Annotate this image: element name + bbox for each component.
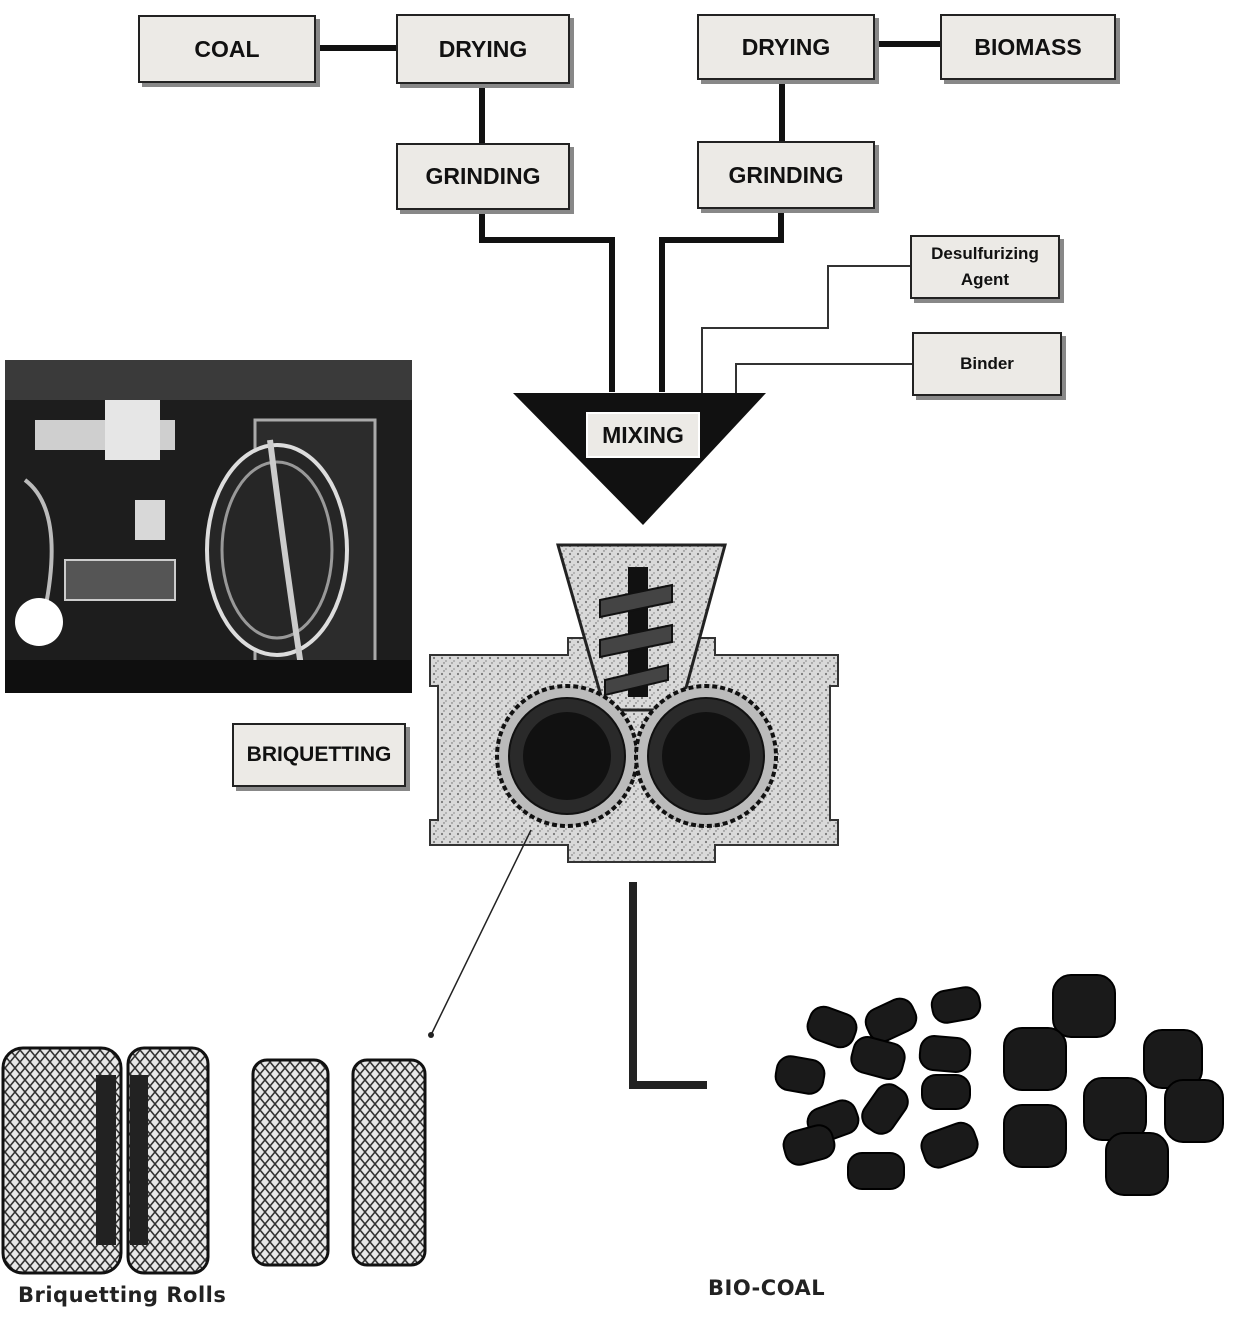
- pointer-line: [431, 830, 531, 1035]
- grinding-biomass-box: GRINDING: [697, 141, 875, 209]
- product-caption: BIO-COAL: [708, 1276, 825, 1300]
- drying-biomass-label: DRYING: [742, 34, 831, 61]
- desulfurizing-label-line1: Desulfurizing: [931, 241, 1039, 267]
- binder-box: Binder: [912, 332, 1062, 396]
- drying-coal-label: DRYING: [439, 36, 528, 63]
- biomass-box: BIOMASS: [940, 14, 1116, 80]
- mixing-label: MIXING: [602, 422, 684, 449]
- drying-biomass-box: DRYING: [697, 14, 875, 80]
- biomass-label: BIOMASS: [974, 34, 1081, 61]
- briquetting-rolls-icon: [3, 1048, 425, 1273]
- binder-label: Binder: [960, 351, 1014, 377]
- rolls-caption: Briquetting Rolls: [18, 1283, 226, 1307]
- coal-box: COAL: [138, 15, 316, 83]
- drying-coal-box: DRYING: [396, 14, 570, 84]
- desulfurizing-agent-box: Desulfurizing Agent: [910, 235, 1060, 299]
- briquetting-label: BRIQUETTING: [247, 743, 392, 767]
- desulfurizing-label-line2: Agent: [961, 267, 1009, 293]
- grinding-biomass-label: GRINDING: [729, 162, 844, 189]
- mixing-box: MIXING: [586, 412, 700, 458]
- output-chute: [633, 882, 707, 1085]
- briquetting-box: BRIQUETTING: [232, 723, 406, 787]
- bio-coal-briquettes-icon: [773, 975, 1223, 1195]
- grinding-coal-label: GRINDING: [426, 163, 541, 190]
- additive-lines: [702, 266, 912, 395]
- grinding-coal-box: GRINDING: [396, 143, 570, 210]
- machine-photo: [5, 360, 412, 693]
- connector-lines: [312, 44, 942, 392]
- briquetting-press-icon: [430, 545, 838, 862]
- coal-label: COAL: [194, 36, 259, 63]
